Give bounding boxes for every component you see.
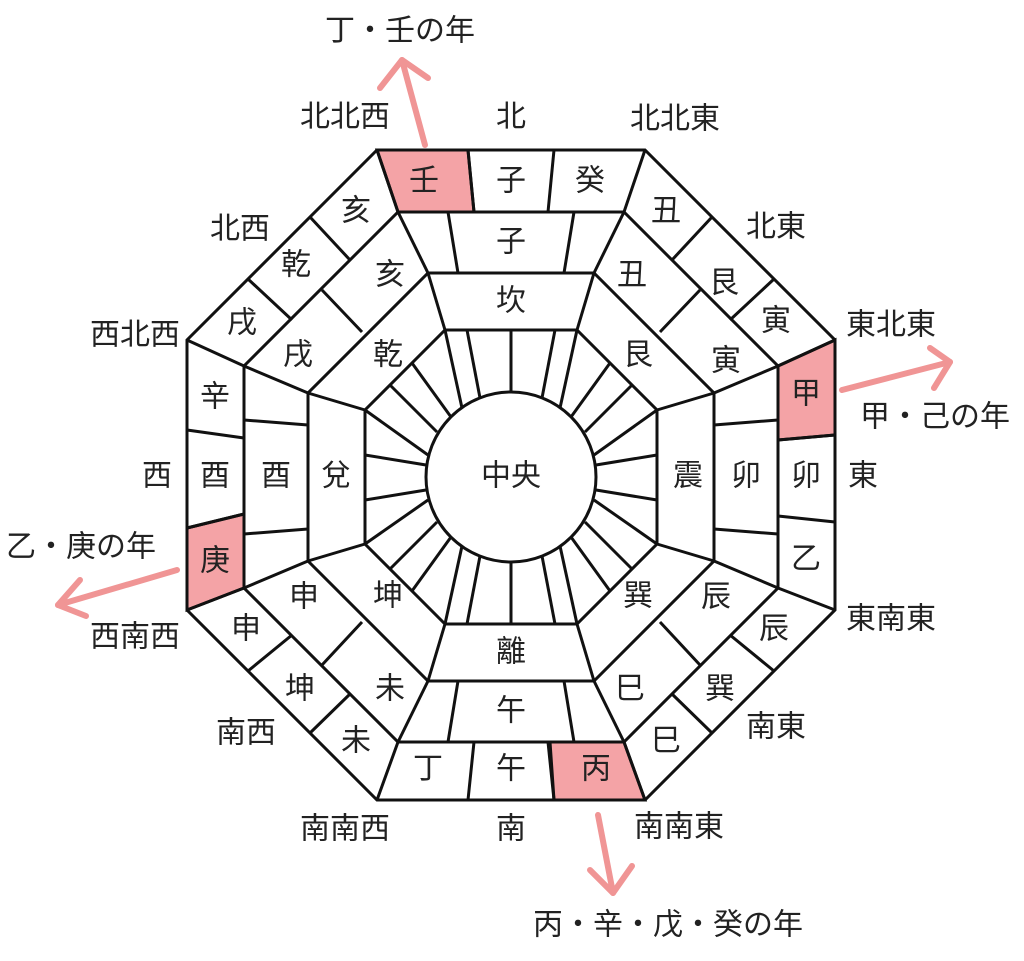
outer-e-top: 甲 — [791, 377, 821, 412]
dir-wnw: 西北西 — [90, 318, 180, 353]
dir-e: 東 — [848, 459, 878, 494]
year-label-right: 甲・己の年 — [860, 400, 1010, 435]
mid-w: 酉 — [261, 459, 291, 494]
outer-w-top: 辛 — [200, 380, 230, 415]
mid-wsw: 申 — [289, 580, 319, 615]
outer-w-mid: 酉 — [200, 459, 230, 494]
outer-se-c: 巳 — [651, 724, 681, 759]
outer-se-a: 辰 — [759, 612, 789, 647]
outer-n-right: 癸 — [575, 164, 605, 199]
outer-nw-a: 戌 — [227, 306, 257, 341]
trigram-northeast: 艮 — [623, 338, 653, 373]
mid-n: 子 — [496, 225, 526, 260]
mid-e: 卯 — [731, 459, 761, 494]
trigram-northwest: 乾 — [373, 338, 403, 373]
outer-sw-c: 申 — [231, 612, 261, 647]
dir-s: 南 — [496, 812, 526, 847]
year-label-left: 乙・庚の年 — [6, 530, 156, 565]
mid-nne: 丑 — [617, 258, 647, 293]
dir-se: 南東 — [746, 710, 806, 745]
outer-s-right: 丙 — [581, 752, 611, 787]
outer-ne-c: 寅 — [761, 304, 791, 339]
outer-ne-a: 丑 — [651, 194, 681, 229]
dir-ese: 東南東 — [846, 602, 936, 637]
outer-se-b: 巽 — [705, 672, 735, 707]
arrow-left — [55, 567, 180, 619]
dir-ne: 北東 — [746, 210, 806, 245]
outer-e-mid: 卯 — [791, 459, 821, 494]
mid-ne-outer: 艮 — [709, 266, 739, 301]
trigram-southeast: 巽 — [623, 579, 653, 614]
dir-ssw: 南南西 — [300, 812, 390, 847]
outer-e-bot: 乙 — [791, 542, 821, 577]
outer-sw-b: 坤 — [285, 672, 315, 707]
mid-nnw: 亥 — [375, 258, 405, 293]
outer-nw-b: 乾 — [281, 248, 311, 283]
outer-w-bot: 庚 — [200, 544, 230, 579]
mid-s: 午 — [496, 694, 526, 729]
dir-wsw: 西南西 — [90, 620, 180, 655]
year-label-top: 丁・壬の年 — [325, 14, 475, 49]
dir-ene: 東北東 — [846, 308, 936, 343]
dir-nnw: 北北西 — [300, 100, 390, 135]
mid-ese: 辰 — [701, 580, 731, 615]
dir-nw: 北西 — [210, 212, 270, 247]
outer-n-mid: 子 — [496, 164, 526, 199]
arrow-top — [377, 57, 431, 148]
mid-ene: 寅 — [711, 344, 741, 379]
arrow-bottom — [587, 812, 635, 896]
outer-nw-c: 亥 — [341, 194, 371, 229]
dir-sw: 南西 — [216, 716, 276, 751]
outer-s-mid: 午 — [496, 752, 526, 787]
arrow-right — [839, 345, 953, 393]
dir-w: 西 — [142, 459, 172, 494]
outer-n-left: 壬 — [409, 164, 439, 199]
dir-n: 北 — [496, 100, 526, 135]
trigram-west: 兌 — [321, 459, 351, 494]
center-label: 中央 — [481, 459, 541, 494]
trigram-east: 震 — [673, 459, 703, 494]
outer-s-left: 丁 — [413, 752, 443, 787]
trigram-southwest: 坤 — [373, 579, 403, 614]
mid-sse: 巳 — [615, 672, 645, 707]
mid-ssw: 未 — [375, 672, 405, 707]
year-label-bottom: 丙・辛・戊・癸の年 — [533, 908, 803, 943]
mid-wnw: 戌 — [283, 338, 313, 373]
trigram-south: 離 — [496, 635, 526, 670]
dir-nne: 北北東 — [630, 102, 720, 137]
trigram-north: 坎 — [496, 284, 526, 319]
outer-sw-a: 未 — [341, 724, 371, 759]
dir-sse: 南南東 — [634, 810, 724, 845]
